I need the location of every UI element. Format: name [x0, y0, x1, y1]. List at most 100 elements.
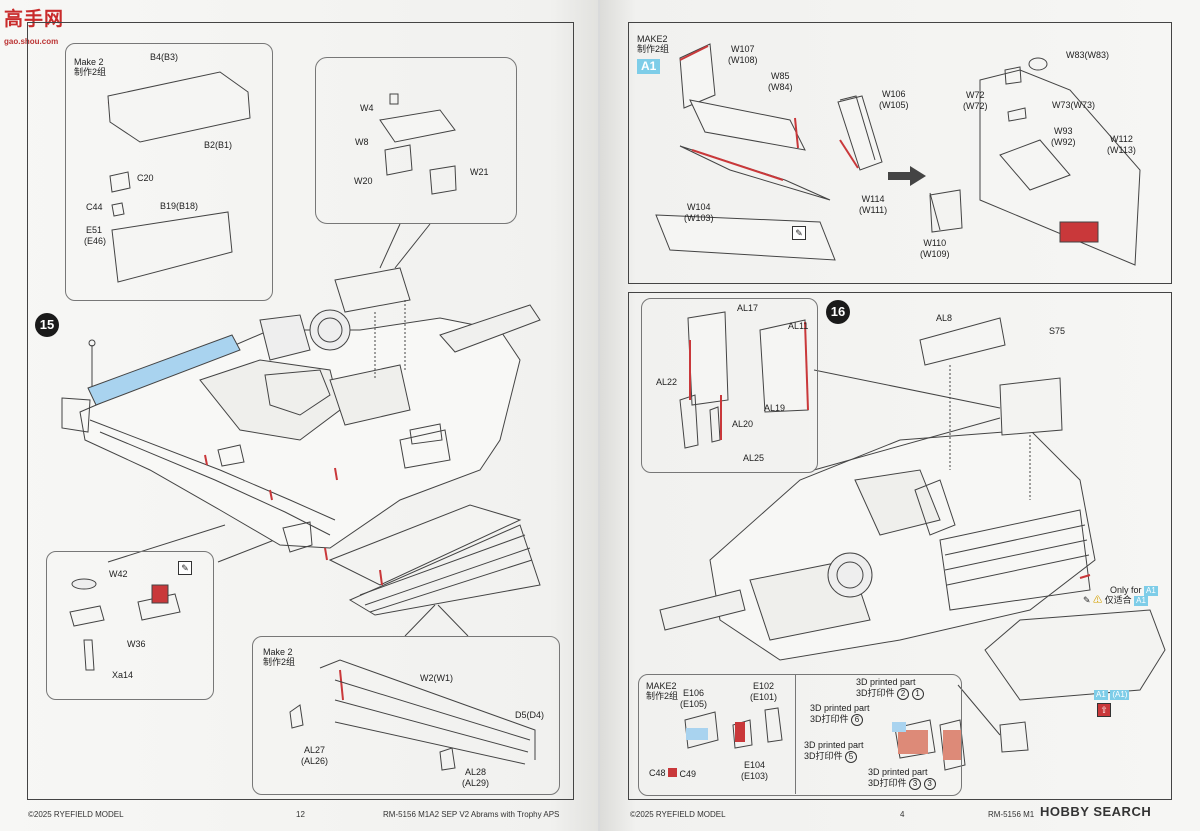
watermark-brand: 高手网: [4, 9, 65, 30]
make2-label: Make 2: [74, 57, 104, 67]
make2-rail-label: Make 2: [263, 647, 293, 657]
right-instruction-page: MAKE2 制作2组 A1 W107(W108) W85(W84) W106(W…: [600, 0, 1200, 831]
blue-part-e106: [686, 728, 708, 740]
a1-badge: A1: [637, 59, 661, 74]
only-cn-note: ✎ ⚠ 仅适合 A1: [1083, 595, 1148, 606]
a1-variant-badge: A1: [1094, 690, 1108, 700]
part-al8: AL8: [936, 313, 953, 323]
right-top-frame: [628, 22, 1172, 284]
part-w103-label: (W103): [684, 213, 714, 223]
part-al27-label: AL27: [303, 745, 326, 755]
footer-copyright-right: ©2025 RYEFIELD MODEL: [630, 810, 726, 819]
pen-icon-small: ✎: [1083, 595, 1091, 605]
red-part-e104: [735, 722, 745, 742]
part-w72-label: W72: [965, 90, 985, 100]
part-c20: C20: [137, 173, 154, 183]
part-w107-label: W107: [731, 44, 755, 54]
part-al28: AL28 (AL29): [462, 767, 489, 789]
part-w8: W8: [355, 137, 369, 147]
part-w108-label: (W108): [728, 55, 758, 65]
circle-num-6: 6: [851, 714, 864, 726]
right-bottom-frame: [628, 292, 1172, 800]
print-part-1-text: 3D printed part: [856, 677, 916, 687]
part-w112: W112(W113): [1107, 134, 1136, 156]
part-w110-label: W110: [923, 238, 947, 248]
a1-variant-paren: (A1): [1110, 690, 1130, 700]
footer-page-number-right: 4: [900, 810, 905, 819]
print-part-4-text: 3D printed part: [868, 767, 928, 777]
part-w114-label: W114: [861, 194, 885, 204]
part-w36: W36: [127, 639, 146, 649]
glue-icon: [668, 768, 677, 777]
print-part-4-cn: 3D打印件: [868, 778, 907, 788]
part-e106-label: E106: [682, 688, 705, 698]
warning-icon: ⚠: [1093, 595, 1103, 605]
hobby-search-watermark: HOBBY SEARCH: [1040, 804, 1151, 819]
print-part-2: 3D printed part 3D打印件 6: [810, 703, 870, 726]
part-e102: E102(E101): [750, 681, 777, 703]
inset-3d-parts: [638, 674, 962, 796]
step15-assembly-drawing: [61, 71, 541, 771]
flip-icon: ⇧: [1097, 703, 1111, 717]
circle-num-3b: 3: [923, 778, 936, 790]
part-e51: E51: [86, 225, 103, 235]
part-al22: AL22: [656, 377, 678, 387]
part-w106: W106(W105): [879, 89, 909, 111]
watermark-url: gao.shou.com: [4, 37, 59, 46]
part-w85: W85(W84): [768, 71, 793, 93]
make2-top-cn-label: 制作2组: [637, 44, 670, 54]
paint-pen-icon: ✎: [178, 561, 192, 575]
left-page-frame: [27, 22, 574, 800]
print-part-4: 3D printed part 3D打印件 3 3: [868, 767, 936, 790]
arrow-right-icon: [888, 166, 926, 186]
part-e104: E104(E103): [741, 760, 768, 782]
inset-divider: [795, 674, 796, 794]
part-c48: C48: [649, 768, 666, 778]
part-w93: W93(W92): [1051, 126, 1076, 148]
red-part-w112: [1059, 221, 1099, 243]
part-w42: W42: [109, 569, 128, 579]
make2-bottom-cn-label: 制作2组: [646, 691, 679, 701]
only-for-a1-badge: A1: [1144, 586, 1158, 596]
red-part-3d-a: [898, 730, 928, 754]
inset-rail-assembly: [252, 636, 560, 795]
print-part-3: 3D printed part 3D打印件 5: [804, 740, 864, 763]
part-w72b-label: (W72): [963, 101, 988, 111]
part-e101-label: (E101): [750, 692, 778, 702]
part-w21: W21: [470, 167, 489, 177]
part-w106-label: W106: [882, 89, 906, 99]
step-number-16: 16: [826, 300, 850, 324]
part-c44: C44: [86, 202, 103, 212]
inset-make2-panels: [65, 43, 273, 301]
part-w72: W72(W72): [963, 90, 988, 112]
only-for-text: Only for: [1110, 585, 1142, 595]
inset-bubble-box: [315, 57, 517, 224]
inset-al-panels: [641, 298, 818, 473]
part-d5: D5(D4): [515, 710, 545, 720]
print-part-1-cn: 3D打印件: [856, 688, 895, 698]
part-w107: W107(W108): [728, 44, 758, 66]
footer-copyright-left: ©2025 RYEFIELD MODEL: [28, 810, 124, 819]
part-al17: AL17: [737, 303, 759, 313]
part-e46: (E46): [84, 236, 107, 246]
part-w92-label: (W92): [1051, 137, 1076, 147]
part-w73: W73(W73): [1052, 100, 1096, 110]
part-b19: B19(B18): [160, 201, 199, 211]
part-w110: W110(W109): [920, 238, 950, 260]
footer-product-left: RM-5156 M1A2 SEP V2 Abrams with Trophy A…: [383, 810, 560, 819]
part-w111-label: (W111): [859, 205, 888, 215]
part-c49-label: C49: [679, 769, 697, 779]
part-c49: C49: [668, 768, 696, 780]
part-e106: E106(E105): [680, 688, 707, 710]
part-w104: W104(W103): [684, 202, 714, 224]
part-w83: W83(W83): [1066, 50, 1110, 60]
part-al26-label: (AL26): [301, 756, 329, 766]
print-part-2-cn: 3D打印件: [810, 714, 849, 724]
inset-hatch-parts: [46, 551, 214, 700]
part-w84-label: (W84): [768, 82, 793, 92]
part-al19: AL19: [764, 403, 786, 413]
part-w85-label: W85: [770, 71, 790, 81]
left-instruction-page: 高手网 gao.shou.com: [0, 0, 598, 831]
print-part-3-cn: 3D打印件: [804, 751, 843, 761]
part-b4: B4(B3): [150, 52, 179, 62]
